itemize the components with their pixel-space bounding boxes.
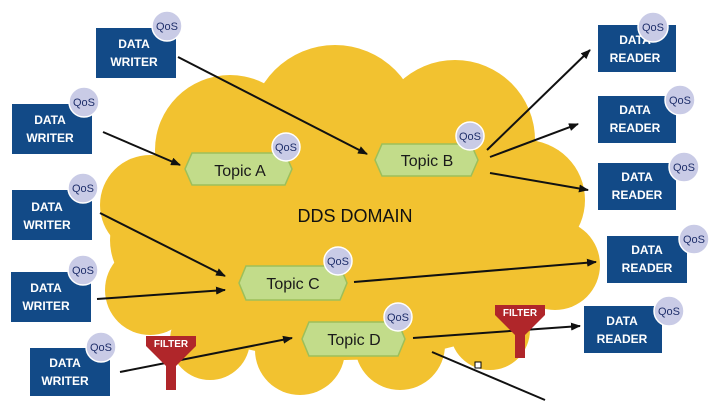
topic-d-qos-icon: QoS [383,302,413,332]
svg-text:QoS: QoS [669,95,691,107]
topic-a-qos-icon: QoS [271,132,301,162]
data-reader-2-line2: READER [610,121,661,135]
data-reader-4-line1: DATA [631,243,663,257]
data-reader-3-line1: DATA [621,170,653,184]
filter-left-label: FILTER [154,339,189,350]
arrow-writer2-topic-a [102,131,181,166]
data-reader-3: DATA READER QoS [598,151,700,210]
arrow-writer5-topic-d [119,335,293,373]
svg-text:QoS: QoS [459,131,481,143]
data-writer-3-line2: WRITER [23,218,71,232]
svg-text:QoS: QoS [156,21,178,33]
data-writer-4-line1: DATA [30,281,62,295]
arrow-writer4-topic-c [96,286,226,300]
topic-d: Topic D QoS [301,302,413,357]
data-writer-4-line2: WRITER [22,299,70,313]
dds-domain-cloud: DDS DOMAIN [100,45,600,395]
topic-d-label: Topic D [327,332,380,349]
data-writer-1-line1: DATA [118,37,150,51]
data-writer-1: DATA WRITER QoS [96,10,183,78]
connection-arrows [96,49,597,401]
topic-b-label: Topic B [401,153,453,170]
domain-label: DDS DOMAIN [297,206,412,226]
svg-text:QoS: QoS [673,162,695,174]
data-reader-2-line1: DATA [619,103,651,117]
data-writer-2-line2: WRITER [26,131,74,145]
data-writer-2-qos-icon: QoS [68,86,100,118]
arrow-topic-d-reader5 [412,322,581,339]
svg-text:QoS: QoS [73,97,95,109]
data-writer-3-qos-icon: QoS [67,172,99,204]
arrow-topic-b-reader3 [489,172,589,193]
svg-text:QoS: QoS [658,306,680,318]
svg-text:QoS: QoS [275,142,297,154]
data-writer-5-line2: WRITER [41,374,89,388]
svg-text:QoS: QoS [642,22,664,34]
svg-text:QoS: QoS [327,256,349,268]
data-writer-5-line1: DATA [49,356,81,370]
data-writer-2: DATA WRITER QoS [12,86,100,154]
data-reader-5-line1: DATA [606,314,638,328]
data-writer-5-qos-icon: QoS [85,331,117,363]
data-writer-4-qos-icon: QoS [67,254,99,286]
data-reader-1: DATA READER QoS [598,11,676,72]
topic-c: Topic C QoS [238,246,353,301]
filter-right: FILTER [495,305,545,358]
data-reader-3-qos-icon: QoS [668,151,700,183]
data-reader-5-qos-icon: QoS [653,295,685,327]
svg-text:QoS: QoS [72,265,94,277]
data-reader-2-qos-icon: QoS [664,84,696,116]
arrow-writer1-topic-b [177,56,368,155]
data-reader-5: DATA READER QoS [584,295,685,353]
topic-a: Topic A QoS [184,132,301,186]
data-reader-5-line2: READER [597,332,648,346]
data-reader-4-qos-icon: QoS [678,223,710,255]
data-writer-4: DATA WRITER QoS [11,254,99,322]
arrow-topic-d-offscreen [431,351,546,401]
data-reader-1-line2: READER [610,51,661,65]
data-writer-5: DATA WRITER QoS [30,331,117,396]
svg-text:QoS: QoS [72,183,94,195]
topic-b: Topic B QoS [374,121,485,177]
arrow-topic-c-reader4 [353,258,597,283]
svg-text:QoS: QoS [387,312,409,324]
svg-text:QoS: QoS [90,342,112,354]
arrow-topic-b-reader2 [489,123,579,158]
data-reader-4-line2: READER [622,261,673,275]
data-writer-3-line1: DATA [31,200,63,214]
svg-text:QoS: QoS [683,234,705,246]
data-writer-1-qos-icon: QoS [151,10,183,42]
data-writer-1-line2: WRITER [110,55,158,69]
topic-c-qos-icon: QoS [323,246,353,276]
data-writer-3: DATA WRITER QoS [12,172,99,240]
data-reader-2: DATA READER QoS [598,84,696,143]
topic-a-label: Topic A [214,163,266,180]
filter-left: FILTER [146,336,196,390]
topic-b-qos-icon: QoS [455,121,485,151]
selection-handle[interactable] [474,361,482,369]
filter-right-label: FILTER [503,308,538,319]
data-writer-2-line1: DATA [34,113,66,127]
topic-c-label: Topic C [266,276,319,293]
data-reader-3-line2: READER [612,188,663,202]
data-reader-4: DATA READER QoS [607,223,710,283]
data-reader-1-qos-icon: QoS [637,11,669,43]
arrow-writer3-topic-c [99,212,226,277]
arrow-topic-b-reader1 [486,49,591,151]
